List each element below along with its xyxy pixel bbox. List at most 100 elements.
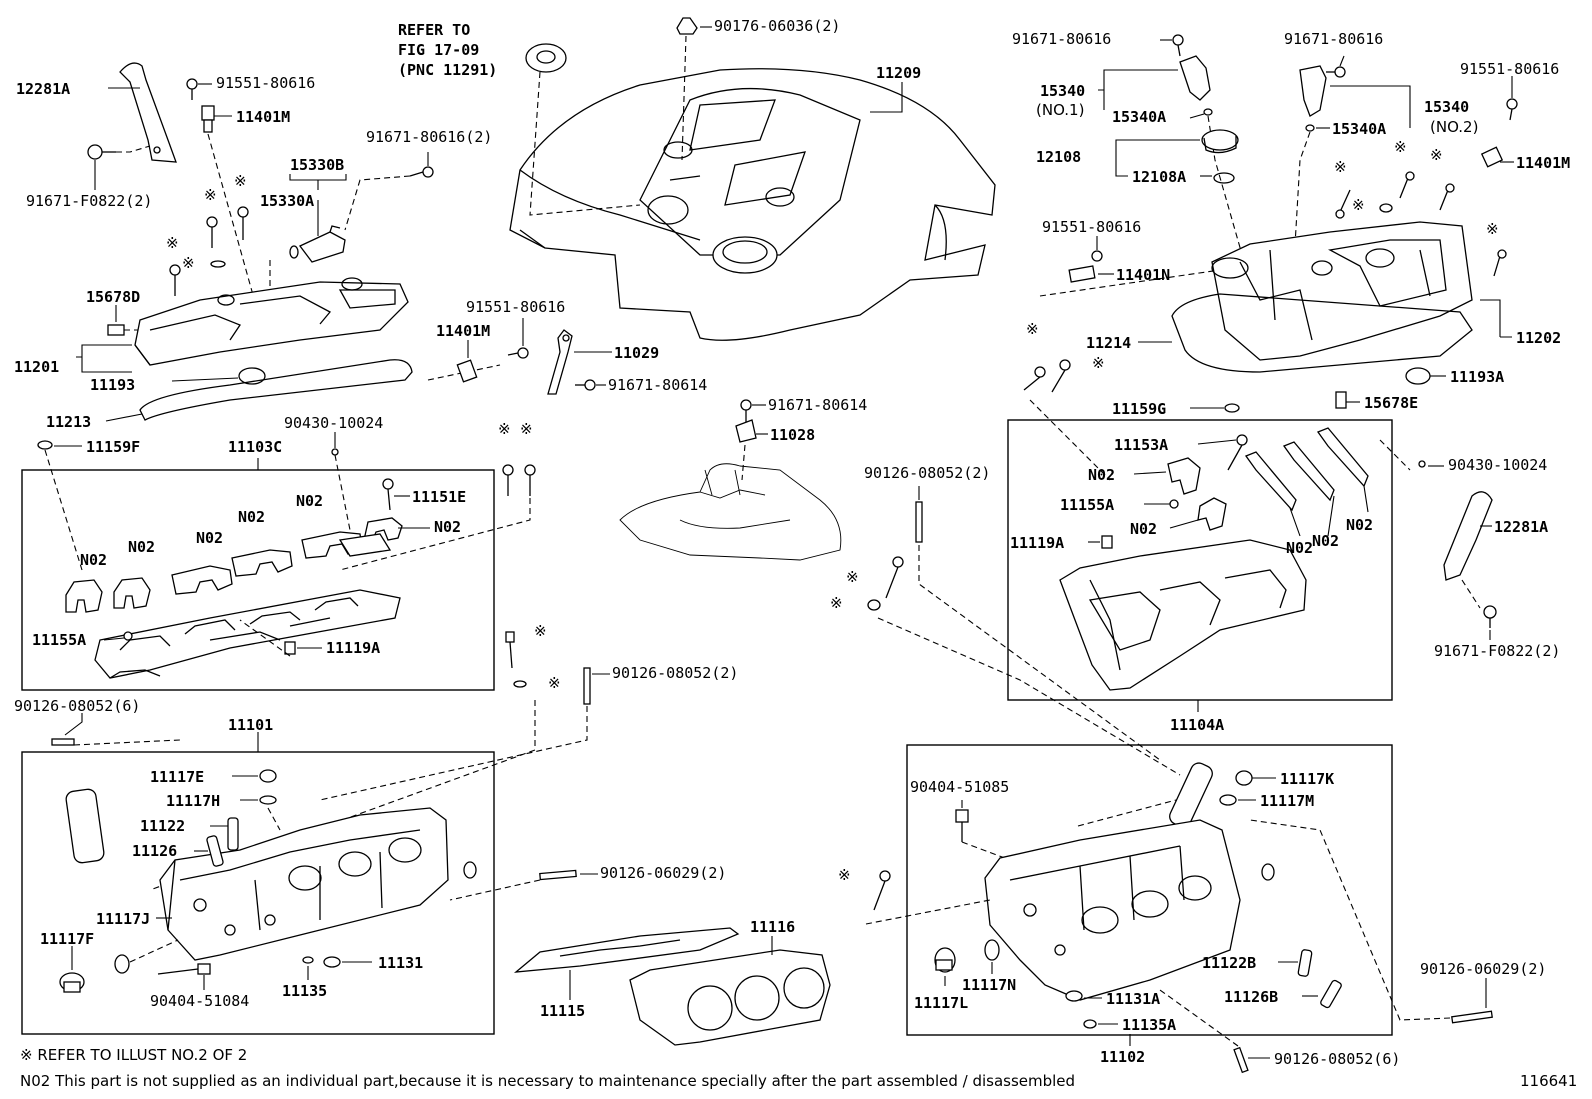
refer-to-line3: (PNC 11291) [398,61,497,79]
footnote-ref: ※ REFER TO ILLUST NO.2 OF 2 [20,1046,247,1064]
bolt-ref-c [169,264,181,296]
label-11119a-right: 11119A [1010,534,1064,552]
plug-11155a-right [1169,499,1179,509]
gasket-11159g [1224,403,1240,413]
label-91671-f0822-left: 91671-F0822(2) [26,192,152,210]
footnote-n02: N02 This part is not supplied as an indi… [20,1072,1075,1090]
reference-marks: ※ ※ ※ ※ ※ ※ ※ ※ ※ ※ ※ ※ ※ ※ ※ ※ ※ ※ [166,138,1499,884]
bolt-91671-f0822-right [1483,605,1497,628]
leader-11193 [171,377,239,382]
leader-n02-r1 [1133,471,1167,475]
dash-ref-e [339,498,531,571]
bolt-ref-a [206,216,226,268]
sensor-15330a [289,225,346,263]
guide-11126b [1320,979,1342,1009]
gasket-11115 [513,927,740,973]
dash-11213 [427,364,501,381]
label-12281a-left: 12281A [16,80,70,98]
ref-mark-6: ※ [520,420,533,438]
seal-11131 [323,956,341,968]
bolt-ref-n [885,556,904,599]
leader-15340a-1 [1189,113,1205,119]
head-cover-11201 [134,277,409,366]
stud-11401m-c [1480,146,1504,168]
dash-90126-2b [918,545,1161,761]
label-15678e: 15678E [1364,394,1418,412]
washer-11135 [302,956,314,964]
label-91551-80616-d: 91551-80616 [1042,218,1141,236]
label-n02-f: N02 [434,518,461,536]
bolt-ref-p [873,870,891,911]
label-11155a-left: 11155A [32,631,86,649]
bolt-ref-o [867,599,881,611]
label-11102: 11102 [1100,1048,1145,1066]
bolt-ref-l [1023,366,1046,391]
ref-mark-2: ※ [234,172,247,190]
label-11126: 11126 [132,842,177,860]
leader-refer-cap [529,71,641,216]
label-11401m-c: 11401M [1516,154,1570,172]
seal-11117h [259,795,277,805]
bolt-11151e [382,478,394,511]
label-11202: 11202 [1516,329,1561,347]
leader-11209 [870,82,903,113]
ref-mark-9: ※ [1334,158,1347,176]
label-90430-10024-right: 90430-10024 [1448,456,1547,474]
plug-11117k [1235,770,1253,786]
box-11104a [1007,419,1393,701]
ref-mark-1: ※ [204,186,217,204]
plug-11117e [259,769,277,783]
label-15340-no2-sub: (NO.2) [1430,118,1478,136]
ref-mark-10: ※ [1394,138,1407,156]
label-91671-80614-a: 91671-80614 [608,376,707,394]
label-11117j: 11117J [96,910,150,928]
label-11135a: 11135A [1122,1016,1176,1034]
cam-housing-11104a [1059,539,1307,691]
label-11122: 11122 [140,817,185,835]
label-91551-80616-c: 91551-80616 [1460,60,1559,78]
label-12108a: 12108A [1132,168,1186,186]
ref-mark-16: ※ [846,568,859,586]
label-15330a: 15330A [260,192,314,210]
stud-11401m-b [456,359,478,383]
label-90126-08052-6b: 90126-08052(6) [1274,1050,1400,1068]
bolt-90404-51084 [157,963,211,975]
label-11126b: 11126B [1224,988,1278,1006]
dash-11159f [44,449,83,571]
label-15340a-2: 15340A [1332,120,1386,138]
stud-11401n [1068,265,1096,283]
label-11151e: 11151E [412,488,466,506]
bolt-ref-j [1439,183,1455,211]
dash-90126-2a [319,706,588,801]
dash-90126-6b [1159,989,1239,1047]
seal-11117n [984,939,1000,961]
bolt-91551-80616-a [186,78,198,100]
bolt-ref-b [237,206,249,240]
dash-ref-o [877,617,1181,776]
label-11117k: 11117K [1280,770,1334,788]
ref-mark-17: ※ [830,594,843,612]
gasket-11116 [629,949,831,1046]
label-12281a-right: 12281A [1494,518,1548,536]
label-11159g: 11159G [1112,400,1166,418]
dash-11117j [129,939,179,963]
label-11401m-a: 11401M [236,108,290,126]
dash-90430-right [1379,439,1411,471]
label-11117n: 11117N [962,976,1016,994]
label-90126-08052-2a: 90126-08052(2) [612,664,738,682]
box-11102 [906,744,1393,1036]
label-11101: 11101 [228,716,273,734]
label-11119a-left: 11119A [326,639,380,657]
label-90404-51084: 90404-51084 [150,992,249,1010]
tube-11102-right [1169,762,1213,828]
label-15340a-1: 15340A [1112,108,1166,126]
label-n02-r3: N02 [1286,539,1313,557]
leaders-n02-right [1289,485,1369,537]
leader-11213 [105,413,143,422]
label-11155a-right: 11155A [1060,496,1114,514]
guide-11122b [1297,949,1313,977]
dash-90126-06029-2a [449,879,541,901]
label-90126-08052-6a: 90126-08052(6) [14,697,140,715]
bolt-ref-i [1379,171,1415,213]
